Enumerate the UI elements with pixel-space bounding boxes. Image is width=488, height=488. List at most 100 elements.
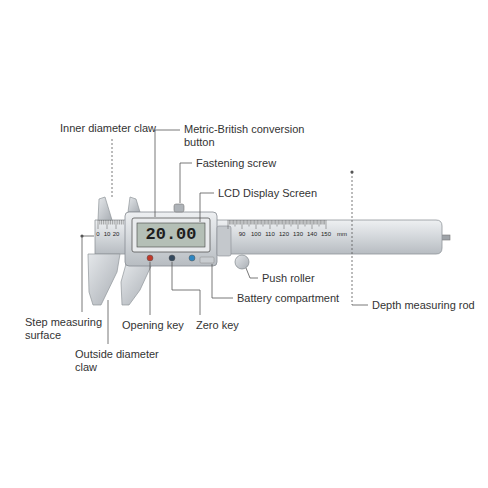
scale-tick xyxy=(246,220,247,225)
scale-tick xyxy=(240,220,241,225)
scale-tick xyxy=(302,220,303,225)
scale-number: 150 xyxy=(316,231,336,238)
leader-line xyxy=(200,193,214,222)
leader-dot xyxy=(80,234,83,237)
scale-tick xyxy=(295,220,296,225)
scale-tick xyxy=(284,220,285,229)
scale-number: 140 xyxy=(302,231,322,238)
leader-line xyxy=(112,139,113,198)
scale-tick xyxy=(258,220,259,225)
scale-tick xyxy=(292,220,293,225)
scale-number: mm xyxy=(332,231,352,238)
scale-tick xyxy=(267,220,268,225)
scale-tick xyxy=(101,220,102,225)
leader-line xyxy=(352,305,368,306)
scale-number: 90 xyxy=(232,231,252,238)
scale-number: 130 xyxy=(288,231,308,238)
display-frame xyxy=(132,218,210,252)
scale-number: 120 xyxy=(274,231,294,238)
scale-number: 110 xyxy=(260,231,280,238)
zero-key xyxy=(169,255,175,261)
thumb-block xyxy=(217,226,231,256)
scale-tick xyxy=(278,220,279,225)
scale-tick xyxy=(288,220,289,225)
scale-tick xyxy=(98,220,99,229)
scale-tick xyxy=(263,220,264,227)
outside-jaw-slider xyxy=(121,264,152,305)
scale-tick xyxy=(314,220,315,225)
scale-tick xyxy=(306,220,307,225)
scale-tick xyxy=(235,220,236,227)
scale-tick xyxy=(244,220,245,225)
scale-tick xyxy=(121,220,122,225)
scale-tick xyxy=(233,220,234,225)
scale-tick xyxy=(249,220,250,227)
scale-tick xyxy=(285,220,286,225)
scale-tick xyxy=(317,220,318,225)
lcd-reading: 20.00 xyxy=(137,223,205,247)
scale-tick xyxy=(307,220,308,225)
scale-tick xyxy=(261,220,262,225)
battery-cover xyxy=(200,257,214,263)
scale-tick xyxy=(242,220,243,229)
scale-tick xyxy=(247,220,248,225)
scale-tick xyxy=(119,220,120,225)
part-label: LCD Display Screen xyxy=(218,187,317,200)
scale-tick xyxy=(312,220,313,229)
fastening-screw xyxy=(174,204,184,212)
part-label: Opening key xyxy=(122,319,184,332)
scale-tick xyxy=(313,220,314,225)
scale-tick xyxy=(103,220,104,225)
scale-tick xyxy=(117,220,118,225)
scale-tick xyxy=(236,220,237,225)
scale-tick xyxy=(272,220,273,225)
inner-claw-slider xyxy=(128,197,140,212)
scale-tick xyxy=(298,220,299,229)
scale-tick xyxy=(275,220,276,225)
leader-dot xyxy=(350,170,353,173)
scale-tick xyxy=(326,220,327,229)
conversion-key xyxy=(189,255,195,261)
push-roller xyxy=(235,255,249,269)
scale-tick xyxy=(296,220,297,225)
leader-line xyxy=(352,172,353,305)
scale-tick xyxy=(277,220,278,227)
scale-tick xyxy=(108,220,109,225)
scale-tick xyxy=(268,220,269,225)
scale-tick xyxy=(251,220,252,225)
scale-tick xyxy=(320,220,321,225)
scale-tick xyxy=(323,220,324,225)
leader-line xyxy=(180,163,192,203)
scale-tick xyxy=(286,220,287,225)
scale-tick xyxy=(264,220,265,225)
scale-tick xyxy=(265,220,266,225)
scale-tick xyxy=(281,220,282,225)
leader-line xyxy=(82,236,94,312)
leader-line xyxy=(155,130,180,217)
scale-tick xyxy=(257,220,258,225)
scale-tick xyxy=(230,220,231,225)
scale-tick xyxy=(319,220,320,227)
scale-tick xyxy=(289,220,290,225)
scale-tick xyxy=(256,220,257,229)
scale-tick xyxy=(237,220,238,225)
scale-tick xyxy=(305,220,306,227)
scale-number: 20 xyxy=(106,231,126,238)
leader-line xyxy=(108,300,109,344)
scale-tick xyxy=(107,220,108,229)
scale-tick xyxy=(110,220,111,225)
scale-tick xyxy=(105,220,106,225)
scale-tick xyxy=(123,220,124,225)
scale-tick xyxy=(291,220,292,227)
scale-ticks xyxy=(98,220,326,229)
scale-tick xyxy=(250,220,251,225)
scale-tick xyxy=(300,220,301,225)
leader-line xyxy=(150,262,151,315)
scale-tick xyxy=(282,220,283,225)
outside-jaw-fixed xyxy=(88,254,120,305)
scale-number: 100 xyxy=(246,231,266,238)
scale-tick xyxy=(232,220,233,225)
part-label: Push roller xyxy=(262,272,315,285)
scale-tick xyxy=(116,220,117,229)
